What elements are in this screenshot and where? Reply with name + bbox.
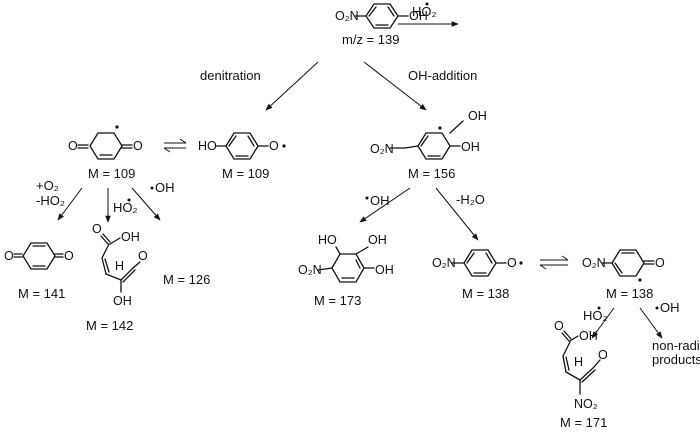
npo-o: O xyxy=(507,256,517,270)
non-radical-line1: non-radical xyxy=(652,338,700,353)
top-reagent: HO₂ xyxy=(412,4,437,19)
arrow-to-138 xyxy=(435,187,479,241)
nitrophenoxyl-138: O₂N O M = 138 xyxy=(432,249,523,301)
denitration-label: denitration xyxy=(200,68,261,83)
npo-no2: O₂N xyxy=(432,256,456,270)
mass-126: M = 126 xyxy=(163,272,210,287)
diol-no2: O₂N xyxy=(298,263,322,277)
diol-ho: HO xyxy=(318,233,337,247)
acid142-mass: M = 142 xyxy=(86,318,133,333)
denitration-arrow xyxy=(265,61,319,111)
adduct-reagent-water: -H₂O xyxy=(456,192,485,207)
reagent-o2: +O₂ xyxy=(36,178,59,193)
adduct-mass: M = 156 xyxy=(408,166,455,181)
acid142-oh-top: OH xyxy=(121,230,140,244)
final-reagent-ho2: HO₂ xyxy=(583,308,608,323)
acid142-acid-o: O xyxy=(92,222,102,236)
adduct-reagent-oh: OH xyxy=(370,193,390,208)
qr-mass: M = 109 xyxy=(88,166,135,181)
equilibrium-arrows-right xyxy=(539,255,569,270)
npo-mass: M = 138 xyxy=(462,286,509,301)
start-no2-label: O₂N xyxy=(335,9,359,23)
na-acid-o: O xyxy=(554,319,564,333)
oh-adduct-156: OH O₂N OH M = 156 xyxy=(370,109,487,181)
arrow-to-171 xyxy=(591,307,615,339)
bq-o-left: O xyxy=(4,249,14,263)
nr-mass: M = 138 xyxy=(606,286,653,301)
arrow-to-126 xyxy=(131,187,161,221)
radical-dot xyxy=(425,2,429,6)
start-mass: m/z = 139 xyxy=(342,32,399,47)
acid142-cho-o: O xyxy=(138,249,148,263)
equilibrium-arrows-left xyxy=(163,138,187,153)
nitro-acid-171: O OH H O NO₂ M = 171 xyxy=(554,319,608,430)
diol-173: HO OH O₂N OH M = 173 xyxy=(298,233,394,308)
oh-addition-label: OH-addition xyxy=(408,68,477,83)
adduct-oh-right: OH xyxy=(461,140,480,154)
nitro-radical-138: O₂N O M = 138 xyxy=(582,249,665,301)
start-molecule-4-nitrophenol: O₂N OH m/z = 139 xyxy=(335,3,428,47)
na-oh: OH xyxy=(579,329,598,343)
acid142-h: H xyxy=(115,259,124,273)
non-radical-line2: products xyxy=(652,352,700,367)
na-mass: M = 171 xyxy=(560,415,607,430)
reagent-minus-ho2: -HO₂ xyxy=(36,193,65,208)
nr-o: O xyxy=(655,256,665,270)
acid-142: O OH H OH O M = 142 xyxy=(86,222,148,333)
qr-o-right: O xyxy=(133,139,143,153)
bq-mass: M = 141 xyxy=(18,286,65,301)
ph-ho: HO xyxy=(198,139,217,153)
adduct-no2: O₂N xyxy=(370,142,394,156)
qr-o-left: O xyxy=(68,139,78,153)
na-no2: NO₂ xyxy=(574,397,598,411)
acid142-oh-bottom: OH xyxy=(113,294,132,308)
diol-oh-top: OH xyxy=(368,233,387,247)
na-cho-o: O xyxy=(598,348,608,362)
top-reaction-arrow: HO₂ xyxy=(398,2,459,27)
nr-no2: O₂N xyxy=(582,256,606,270)
final-reagent-oh: OH xyxy=(660,300,680,315)
oh-addition-arrow xyxy=(363,61,427,111)
start-oh-label: OH xyxy=(409,9,428,23)
diol-oh-right: OH xyxy=(375,263,394,277)
reagent-ho2: HO₂ xyxy=(113,200,138,215)
ph-mass: M = 109 xyxy=(222,166,269,181)
benzoquinone-141: O O M = 141 xyxy=(4,242,74,301)
quinone-radical-109: O O M = 109 xyxy=(68,125,143,181)
arrow-to-173 xyxy=(359,187,411,223)
na-h: H xyxy=(574,355,583,369)
diol-mass: M = 173 xyxy=(314,293,361,308)
arrow-to-141 xyxy=(57,187,83,221)
adduct-oh-top: OH xyxy=(468,109,487,123)
ph-o: O xyxy=(269,139,279,153)
bq-o-right: O xyxy=(64,249,74,263)
phenoxyl-radical-109: HO O M = 109 xyxy=(198,132,286,181)
reagent-oh: OH xyxy=(155,180,175,195)
arrow-to-products xyxy=(639,307,663,339)
